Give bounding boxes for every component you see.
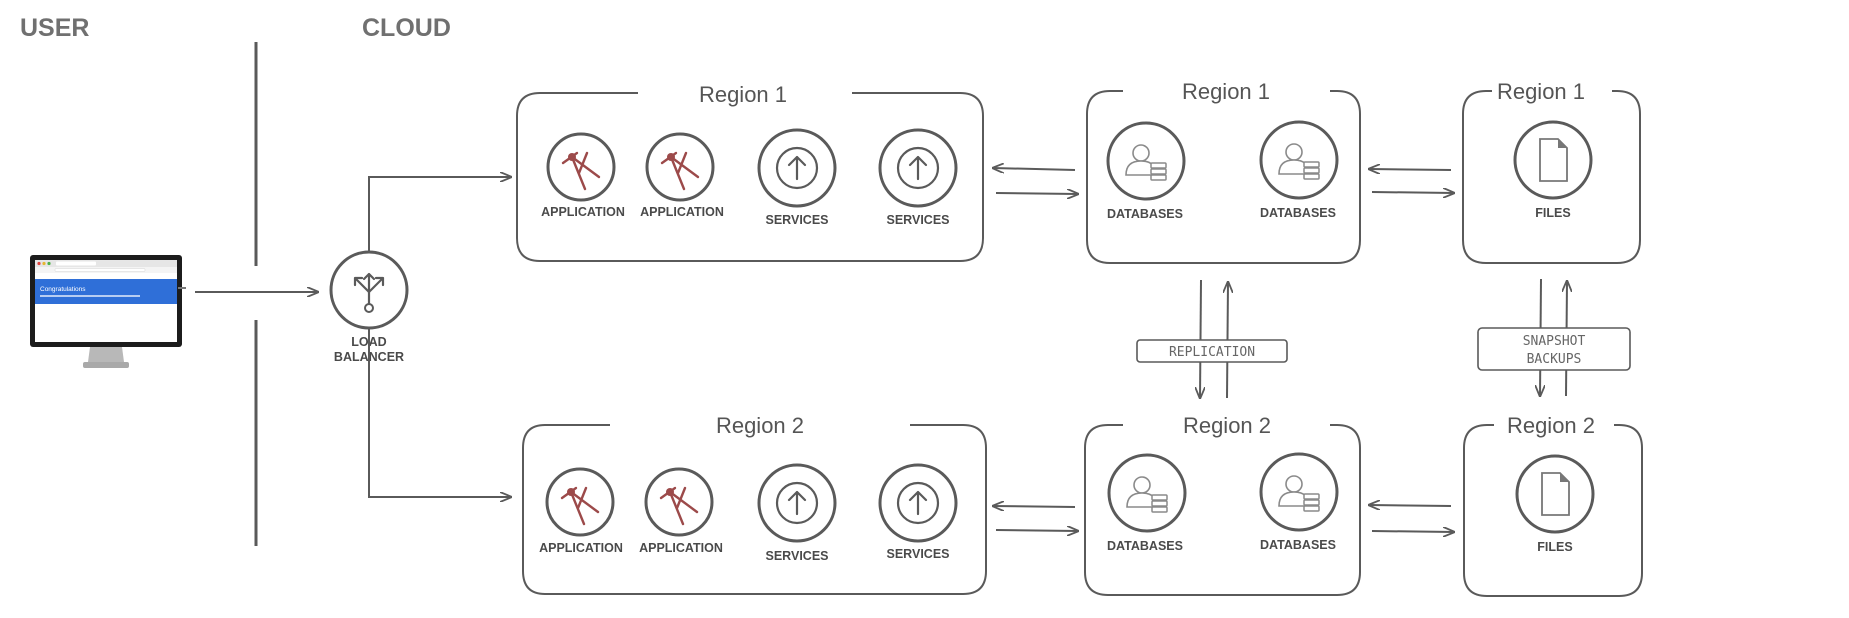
database-icon <box>1259 120 1339 200</box>
lb-to-region1-arrow <box>368 177 511 252</box>
db-to-files-arrow-r2 <box>1371 531 1454 532</box>
db-region-2-title: Region 2 <box>1183 413 1271 438</box>
database-icon <box>1259 452 1339 532</box>
services-icon <box>757 128 837 208</box>
services-label: SERVICES <box>766 213 829 227</box>
replication-tag: REPLICATION <box>1136 339 1288 363</box>
application-icon <box>645 132 715 202</box>
app-to-db-arrow-r2 <box>995 530 1078 531</box>
app-to-db-arrow-r1 <box>995 193 1078 194</box>
application-label: APPLICATION <box>539 541 623 555</box>
monitor-screen-title: Congratulations <box>40 286 86 293</box>
services-label: SERVICES <box>887 213 950 227</box>
app-region-2-title: Region 2 <box>716 413 804 438</box>
services-icon <box>878 463 958 543</box>
monitor-icon: Congratulations <box>30 255 186 368</box>
app-region-1: Region 1 APPLICATION APPLICATION SERVICE… <box>516 82 984 262</box>
databases-label: DATABASES <box>1107 539 1183 553</box>
services-label: SERVICES <box>887 547 950 561</box>
databases-label: DATABASES <box>1260 538 1336 552</box>
file-icon <box>1515 454 1595 534</box>
database-icon <box>1106 121 1186 201</box>
application-label: APPLICATION <box>639 541 723 555</box>
snapshot-backups-tag: SNAPSHOT BACKUPS <box>1477 327 1631 371</box>
files-to-db-arrow-r2 <box>1369 505 1452 506</box>
user-header: USER <box>20 14 89 42</box>
services-icon <box>878 128 958 208</box>
db-to-app-arrow-r1 <box>993 168 1076 170</box>
db-region-1-title: Region 1 <box>1182 79 1270 104</box>
application-label: APPLICATION <box>640 205 724 219</box>
database-icon <box>1107 453 1187 533</box>
app-region-1-title: Region 1 <box>699 82 787 107</box>
files-label: FILES <box>1535 206 1570 220</box>
application-icon <box>545 467 615 537</box>
replication-label: REPLICATION <box>1169 345 1255 360</box>
db-to-files-arrow-r1 <box>1371 192 1454 193</box>
cloud-header: CLOUD <box>362 14 451 42</box>
files-to-db-arrow-r1 <box>1369 169 1452 170</box>
application-icon <box>644 467 714 537</box>
databases-label: DATABASES <box>1260 206 1336 220</box>
services-icon <box>757 463 837 543</box>
application-label: APPLICATION <box>541 205 625 219</box>
services-label: SERVICES <box>766 549 829 563</box>
file-icon <box>1513 120 1593 200</box>
files-region-2: Region 2 FILES <box>1463 413 1643 597</box>
app-region-2: Region 2 APPLICATION APPLICATION SERVICE… <box>522 413 987 595</box>
db-region-1: Region 1 DATABASES DATABASES <box>1086 79 1361 264</box>
snapshot-label-line2: BACKUPS <box>1527 352 1582 367</box>
snapshot-label-line1: SNAPSHOT <box>1523 334 1586 349</box>
load-balancer-icon <box>329 250 409 330</box>
files-region-1: Region 1 FILES <box>1462 79 1641 264</box>
db-to-app-arrow-r2 <box>993 506 1076 507</box>
files-label: FILES <box>1537 540 1572 554</box>
db-region-2: Region 2 DATABASES DATABASES <box>1084 413 1361 596</box>
databases-label: DATABASES <box>1107 207 1183 221</box>
files-region-1-title: Region 1 <box>1497 79 1585 104</box>
application-icon <box>546 132 616 202</box>
replication-down-arrow <box>1200 279 1201 398</box>
files-region-2-title: Region 2 <box>1507 413 1595 438</box>
lb-to-region2-arrow <box>368 328 511 497</box>
